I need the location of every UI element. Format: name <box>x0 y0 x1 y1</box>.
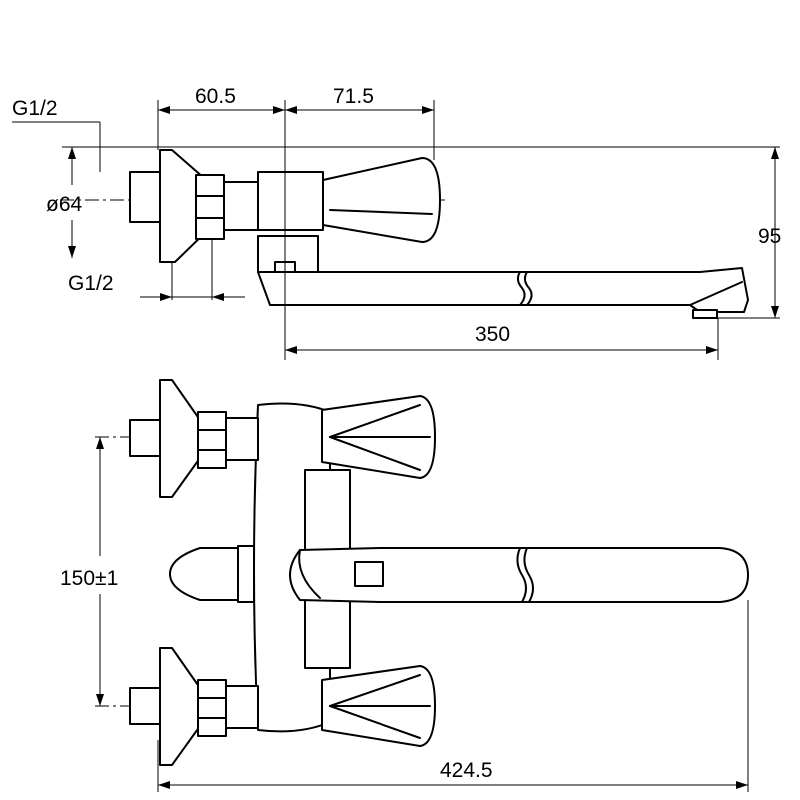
spout-plan <box>289 547 749 603</box>
flange-diameter-label: ø64 <box>46 193 83 216</box>
spout-side <box>257 267 749 313</box>
top-inlet-nipple <box>129 419 161 457</box>
hex-nut <box>195 174 225 240</box>
thread-label-top: G1/2 <box>12 97 58 120</box>
dim-label-424-5: 424.5 <box>440 759 493 782</box>
valve-body <box>257 171 324 231</box>
top-hex-nut <box>197 411 227 469</box>
spout-clip <box>354 561 384 587</box>
bottom-inlet-nipple <box>129 687 161 725</box>
dim-label-60-5: 60.5 <box>195 85 236 108</box>
handle-side <box>322 157 441 243</box>
bottom-hex-nut <box>197 679 227 737</box>
bottom-flange <box>159 647 201 766</box>
dim-label-350: 350 <box>475 323 510 346</box>
top-flange <box>159 379 201 498</box>
aerator <box>692 309 718 319</box>
thread-label-bottom: G1/2 <box>68 272 114 295</box>
dim-label-150: 150±1 <box>60 567 118 590</box>
dim-label-71-5: 71.5 <box>333 85 374 108</box>
dim-label-95: 95 <box>758 225 781 248</box>
front-view <box>95 379 749 792</box>
spout-plan-break <box>516 547 527 603</box>
eccentric-connector <box>223 181 261 231</box>
side-view <box>12 100 780 360</box>
bottom-connector <box>225 685 259 729</box>
top-connector <box>225 417 259 461</box>
inlet-nipple <box>129 171 161 223</box>
diverter-knob <box>169 547 239 601</box>
diverter-ring <box>237 545 255 603</box>
spout-break <box>516 271 526 306</box>
